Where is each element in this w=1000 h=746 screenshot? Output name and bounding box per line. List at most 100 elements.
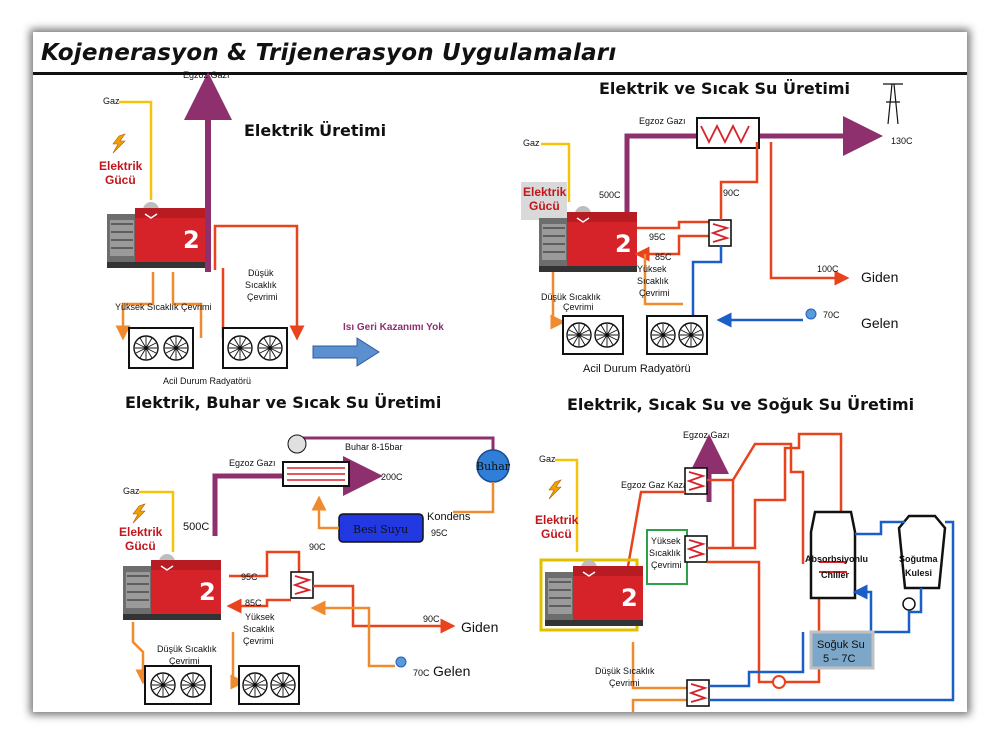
hot-water-loop xyxy=(707,432,843,550)
steam-drum-icon xyxy=(287,434,307,454)
panel1-heading: Elektrik Üretimi xyxy=(244,121,386,140)
high-label-1: Yüksek xyxy=(245,612,275,622)
panel4-heading: Elektrik, Sıcak Su ve Soğuk Su Üretimi xyxy=(567,395,914,414)
heat-exchanger-icon xyxy=(708,219,732,247)
radiator-label: Acil Durum Radyatörü xyxy=(583,363,691,375)
high-label-3: Çevrimi xyxy=(243,636,274,646)
low-label-2: Çevrimi xyxy=(563,302,594,312)
t90b-label: 90C xyxy=(423,614,440,624)
low-label-2: Çevrimi xyxy=(169,656,200,666)
heat-exchanger-icon xyxy=(684,467,708,495)
gas-label: Gaz xyxy=(523,138,540,148)
cold-water-box xyxy=(809,630,875,670)
radiator-label: Acil Durum Radyatörü xyxy=(163,376,251,386)
exhaust-line xyxy=(624,116,883,214)
boiler-in-line xyxy=(625,490,685,573)
t200-label: 200C xyxy=(381,472,403,482)
hot-line-95 xyxy=(637,220,709,230)
hot-line-95 xyxy=(229,550,301,578)
gas-line xyxy=(555,458,579,552)
low-label-1: Düşük Sıcaklık xyxy=(157,644,217,654)
slide: Kojenerasyon & Trijenerasyon Uygulamalar… xyxy=(33,32,967,712)
feed-water-line xyxy=(311,495,339,530)
gas-line xyxy=(541,142,571,202)
chiller-label-2: Chiller xyxy=(821,570,850,580)
title-rule xyxy=(33,72,967,75)
panel3-heading: Elektrik, Buhar ve Sıcak Su Üretimi xyxy=(125,393,441,412)
power-label-2: Gücü xyxy=(125,539,156,553)
t90a-label: 90C xyxy=(309,542,326,552)
low-temp-label-1: Düşük xyxy=(248,268,274,278)
low-temp-loop xyxy=(213,224,305,341)
out-label: Giden xyxy=(861,269,898,285)
tower-return xyxy=(852,584,923,634)
gas-label: Gaz xyxy=(103,96,120,106)
t500-label: 500C xyxy=(599,190,621,200)
low-temp-loop xyxy=(550,272,566,330)
high-label-3: Çevrimi xyxy=(651,560,682,570)
low-label-1: Düşük Sıcaklık xyxy=(541,292,601,302)
heat-exchanger-icon xyxy=(684,535,708,563)
power-label-1: Elektrik xyxy=(523,185,567,199)
panel-steam: Elektrik, Buhar ve Sıcak Su Üretimi Buha… xyxy=(119,393,511,705)
t90-label: 90C xyxy=(723,188,740,198)
generator-icon xyxy=(122,553,222,621)
low-temp-loop-2 xyxy=(631,698,709,712)
low-temp-loop xyxy=(631,642,709,690)
pump-icon xyxy=(902,597,916,611)
low-temp-label-2: Sıcaklık xyxy=(245,280,277,290)
t70-label: 70C xyxy=(413,668,430,678)
exhaust-label: Egzoz Gazı xyxy=(683,430,730,440)
low-temp-label-3: Çevrimi xyxy=(247,292,278,302)
in-label: Gelen xyxy=(433,663,470,679)
heat-exchanger-icon xyxy=(696,117,760,149)
low-label-1: Düşük Sıcaklık xyxy=(595,666,655,676)
t100-label: 100C xyxy=(817,264,839,274)
pump-icon xyxy=(772,675,786,689)
exhaust-label: Egzoz Gazı xyxy=(639,116,686,126)
high-temp-loop xyxy=(115,272,155,341)
cold-label-2: 5 – 7C xyxy=(823,653,855,665)
power-label-2: Gücü xyxy=(541,527,572,541)
t95-label: 95C xyxy=(431,528,448,538)
tower-line xyxy=(855,520,905,536)
power-label-2: Gücü xyxy=(105,173,136,187)
heat-exchanger-icon xyxy=(686,679,710,707)
lightning-icon xyxy=(112,133,126,154)
cold-in-line xyxy=(310,600,395,668)
exhaust-label: Egzoz Gazı xyxy=(183,70,230,80)
panel-electricity: Elektrik Üretimi Egzoz Gazı Gaz Elektrik… xyxy=(99,70,444,386)
high-label-2: Sıcaklık xyxy=(649,548,681,558)
steam-label: Buhar xyxy=(476,460,511,473)
hot-water-out xyxy=(769,142,850,286)
pump-icon xyxy=(395,656,407,668)
high-label-2: Sıcaklık xyxy=(637,276,669,286)
in-label: Gelen xyxy=(861,315,898,331)
steam-line xyxy=(303,436,495,450)
low-label-2: Çevrimi xyxy=(609,678,640,688)
high-label-1: Yüksek xyxy=(651,536,681,546)
no-recovery-label: Isı Geri Kazanımı Yok xyxy=(343,322,444,333)
high-temp-label: Yüksek Sıcaklık Çevrimi xyxy=(115,302,212,312)
panel2-heading: Elektrik ve Sıcak Su Üretimi xyxy=(599,79,850,98)
hot-line-85 xyxy=(634,234,709,262)
cooling-circuit-2 xyxy=(709,520,955,702)
hot-line-85 xyxy=(226,598,291,614)
t130-label: 130C xyxy=(891,136,913,146)
cold-return-line xyxy=(691,246,723,322)
high-temp-return xyxy=(171,272,203,338)
out-label: Giden xyxy=(461,619,498,635)
arrow-right-icon xyxy=(312,337,380,367)
chimney-icon xyxy=(883,83,903,125)
cooling-circuit xyxy=(709,632,805,688)
power-label-1: Elektrik xyxy=(99,159,143,173)
condensate-label: Kondens xyxy=(427,511,471,523)
gas-label: Gaz xyxy=(123,486,140,496)
chiller-feed xyxy=(785,592,821,684)
tower-label-2: Kulesi xyxy=(905,568,932,578)
pump-icon xyxy=(805,308,817,320)
cogeneration-diagrams: 2 Elektrik Üretimi Egzoz Gazı Gaz Elektr… xyxy=(99,70,955,712)
power-label-2: Gücü xyxy=(529,199,560,213)
steam-pressure-label: Buhar 8-15bar xyxy=(345,442,403,452)
feed-water-label: Besi Suyu xyxy=(353,523,408,536)
